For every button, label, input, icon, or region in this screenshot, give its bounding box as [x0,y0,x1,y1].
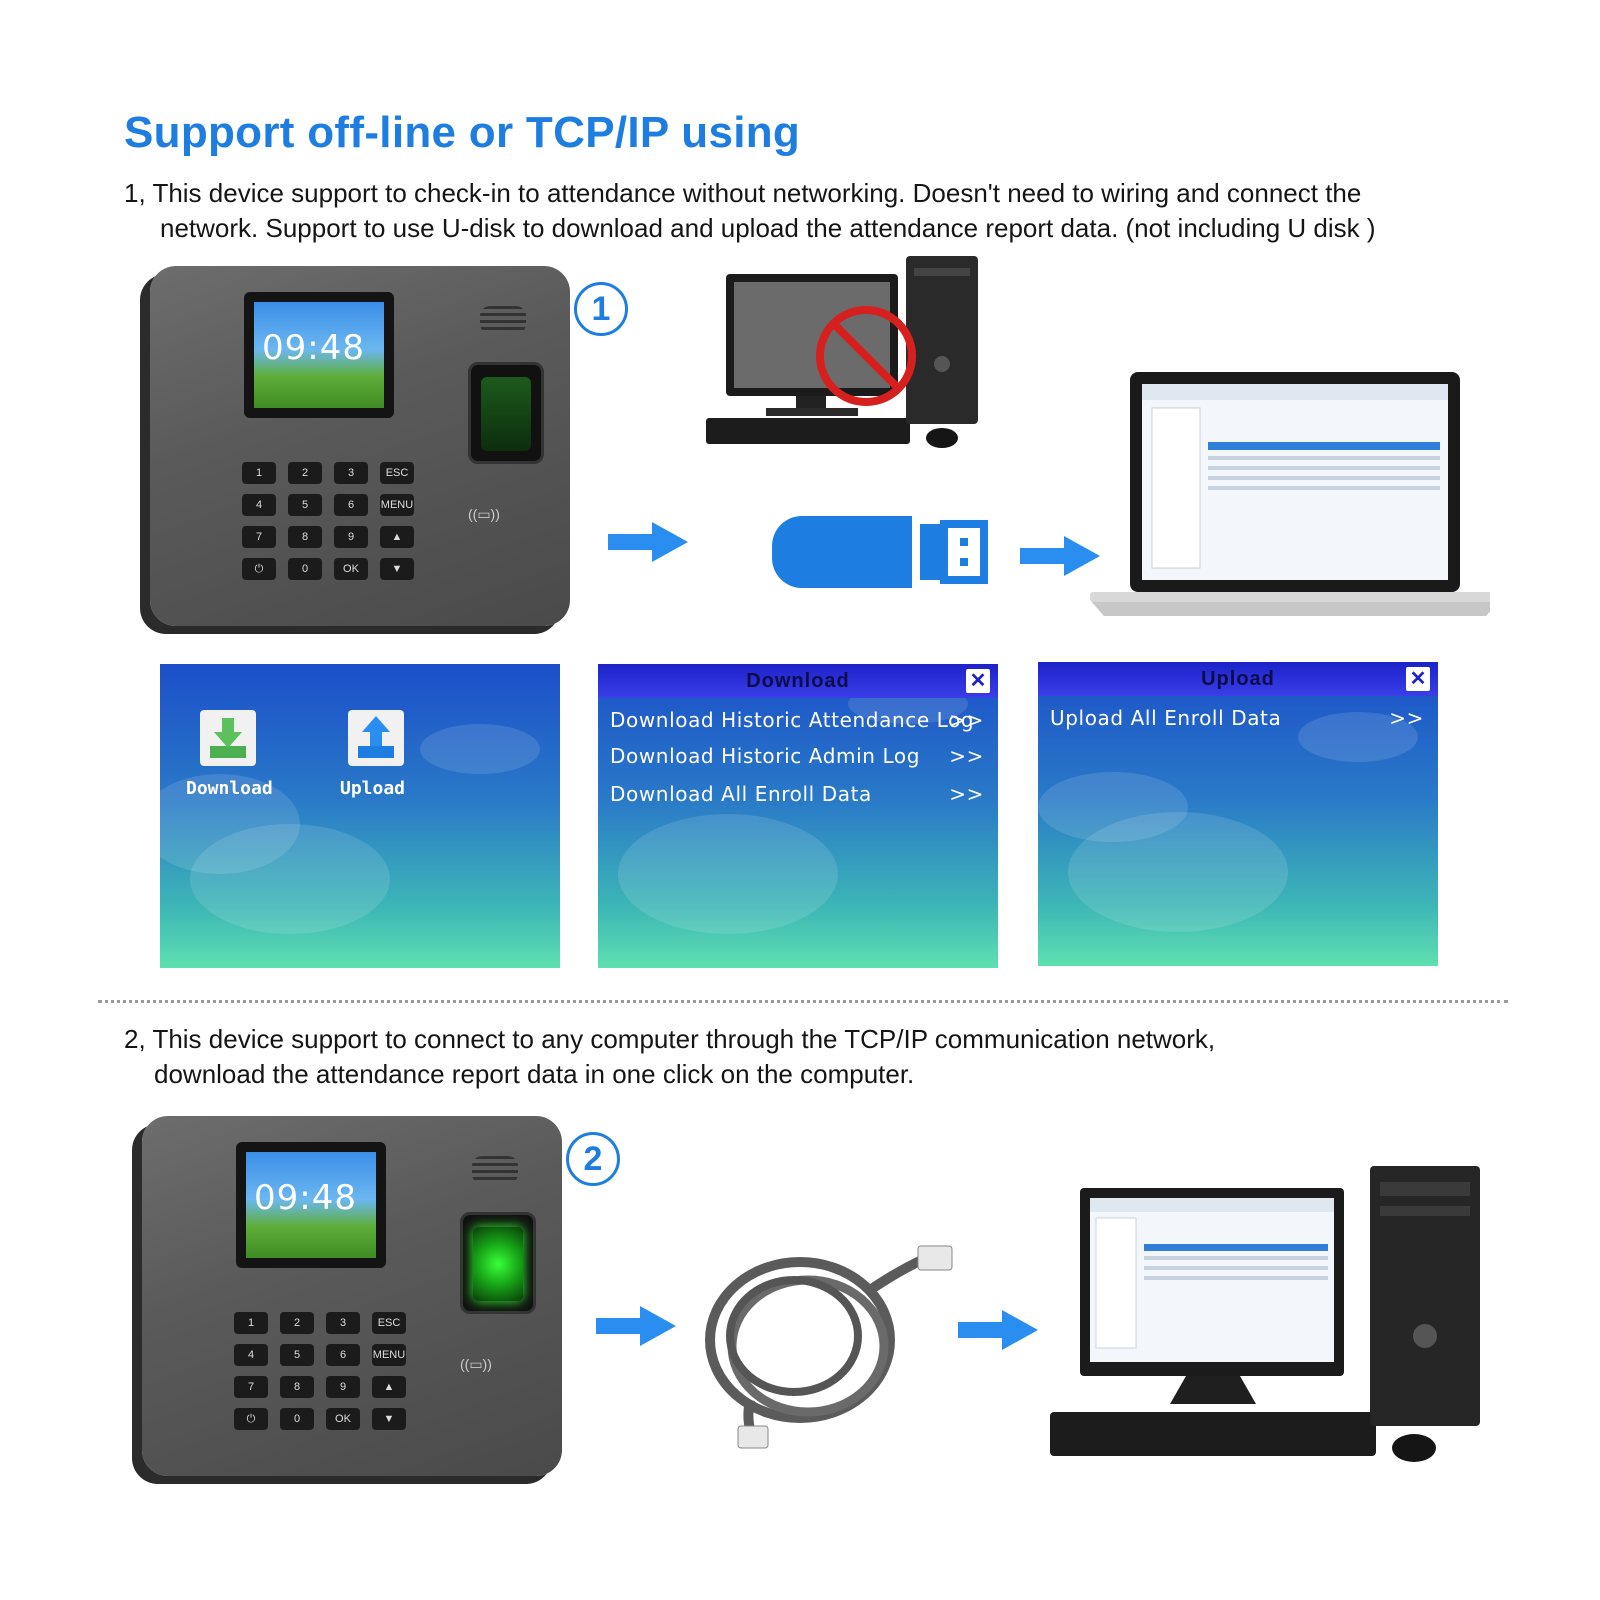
upload-screen-title: Upload [1038,662,1438,696]
arrow-right-icon [596,1306,676,1346]
key: 6 [334,494,368,516]
key: ⏻ [234,1408,268,1430]
device-time: 09:48 [262,328,365,368]
key: MENU [372,1344,406,1366]
arrow-right-icon [1020,536,1100,576]
key: 8 [280,1376,314,1398]
key: 8 [288,526,322,548]
download-icon[interactable] [200,710,256,766]
key: 0 [280,1408,314,1430]
key: ESC [380,462,414,484]
desktop-computer-no-network-icon [706,256,978,448]
upload-screen: Upload ✕ Upload All Enroll Data >> [1038,662,1438,966]
upload-menu-label[interactable]: Upload [340,778,406,799]
key: 2 [288,462,322,484]
arrow-right-icon [608,522,688,562]
device-screen: 09:48 [244,292,394,418]
key: ▲ [372,1376,406,1398]
speaker-grille [472,1156,518,1184]
rfid-card-icon: ((▭)) [460,1356,492,1372]
close-icon[interactable]: ✕ [1406,667,1430,691]
key: 4 [234,1344,268,1366]
key: 5 [288,494,322,516]
key: 3 [326,1312,360,1334]
fingerprint-sensor [460,1212,536,1314]
attendance-device-1: 09:48 1 2 3 ESC 4 5 6 MENU 7 8 9 ▲ ⏻ 0 O… [150,266,570,626]
device-menu-screen: Download Upload [160,664,560,968]
section-1-line-1: 1, This device support to check-in to at… [124,178,1362,208]
section-2-line-1: 2, This device support to connect to any… [124,1024,1216,1054]
upload-icon[interactable] [348,710,404,766]
section-1-line-2: network. Support to use U-disk to downlo… [160,213,1376,243]
key: 9 [334,526,368,548]
key: ⏻ [242,558,276,580]
speaker-grille [480,306,526,334]
chevron-right-icon: >> [949,782,984,806]
menu-item-download-attendance-log[interactable]: Download Historic Attendance Log >> [610,708,984,732]
section-2-description: 2, This device support to connect to any… [124,1022,1524,1092]
rfid-card-icon: ((▭)) [468,506,500,522]
key: MENU [380,494,414,516]
key: 1 [242,462,276,484]
key: 4 [242,494,276,516]
key: 2 [280,1312,314,1334]
section-divider [98,1000,1508,1003]
desktop-computer-icon [1050,1166,1480,1462]
key: ▼ [380,558,414,580]
device-time: 09:48 [254,1178,357,1218]
chevron-right-icon: >> [949,744,984,768]
fingerprint-sensor [468,362,544,464]
chevron-right-icon: >> [949,708,984,732]
key: 1 [234,1312,268,1334]
menu-item-download-admin-log[interactable]: Download Historic Admin Log >> [610,744,984,768]
chevron-right-icon: >> [1389,706,1424,730]
key: 5 [280,1344,314,1366]
key: 7 [234,1376,268,1398]
menu-item-download-enroll-data[interactable]: Download All Enroll Data >> [610,782,984,806]
step-badge-1: 1 [574,282,628,336]
laptop-computer-icon [1090,372,1490,616]
download-menu-label[interactable]: Download [186,778,273,799]
close-icon[interactable]: ✕ [966,669,990,693]
attendance-device-2: 09:48 1 2 3 ESC 4 5 6 MENU 7 8 9 ▲ ⏻ 0 O… [142,1116,562,1476]
menu-item-upload-enroll-data[interactable]: Upload All Enroll Data >> [1050,706,1424,730]
device-screen: 09:48 [236,1142,386,1268]
step-badge-2: 2 [566,1132,620,1186]
key: 7 [242,526,276,548]
key: ESC [372,1312,406,1334]
key: 3 [334,462,368,484]
key: 0 [288,558,322,580]
network-cable-icon [705,1245,953,1449]
key: ▼ [372,1408,406,1430]
section-2-line-2: download the attendance report data in o… [154,1059,915,1089]
download-screen: Download ✕ Download Historic Attendance … [598,664,998,968]
usb-disk-icon [772,516,988,588]
key: 9 [326,1376,360,1398]
key: OK [326,1408,360,1430]
key: OK [334,558,368,580]
section-1-description: 1, This device support to check-in to at… [124,176,1564,246]
download-screen-title: Download [598,664,998,698]
page-title: Support off-line or TCP/IP using [124,108,801,157]
key: ▲ [380,526,414,548]
key: 6 [326,1344,360,1366]
arrow-right-icon [958,1310,1038,1350]
